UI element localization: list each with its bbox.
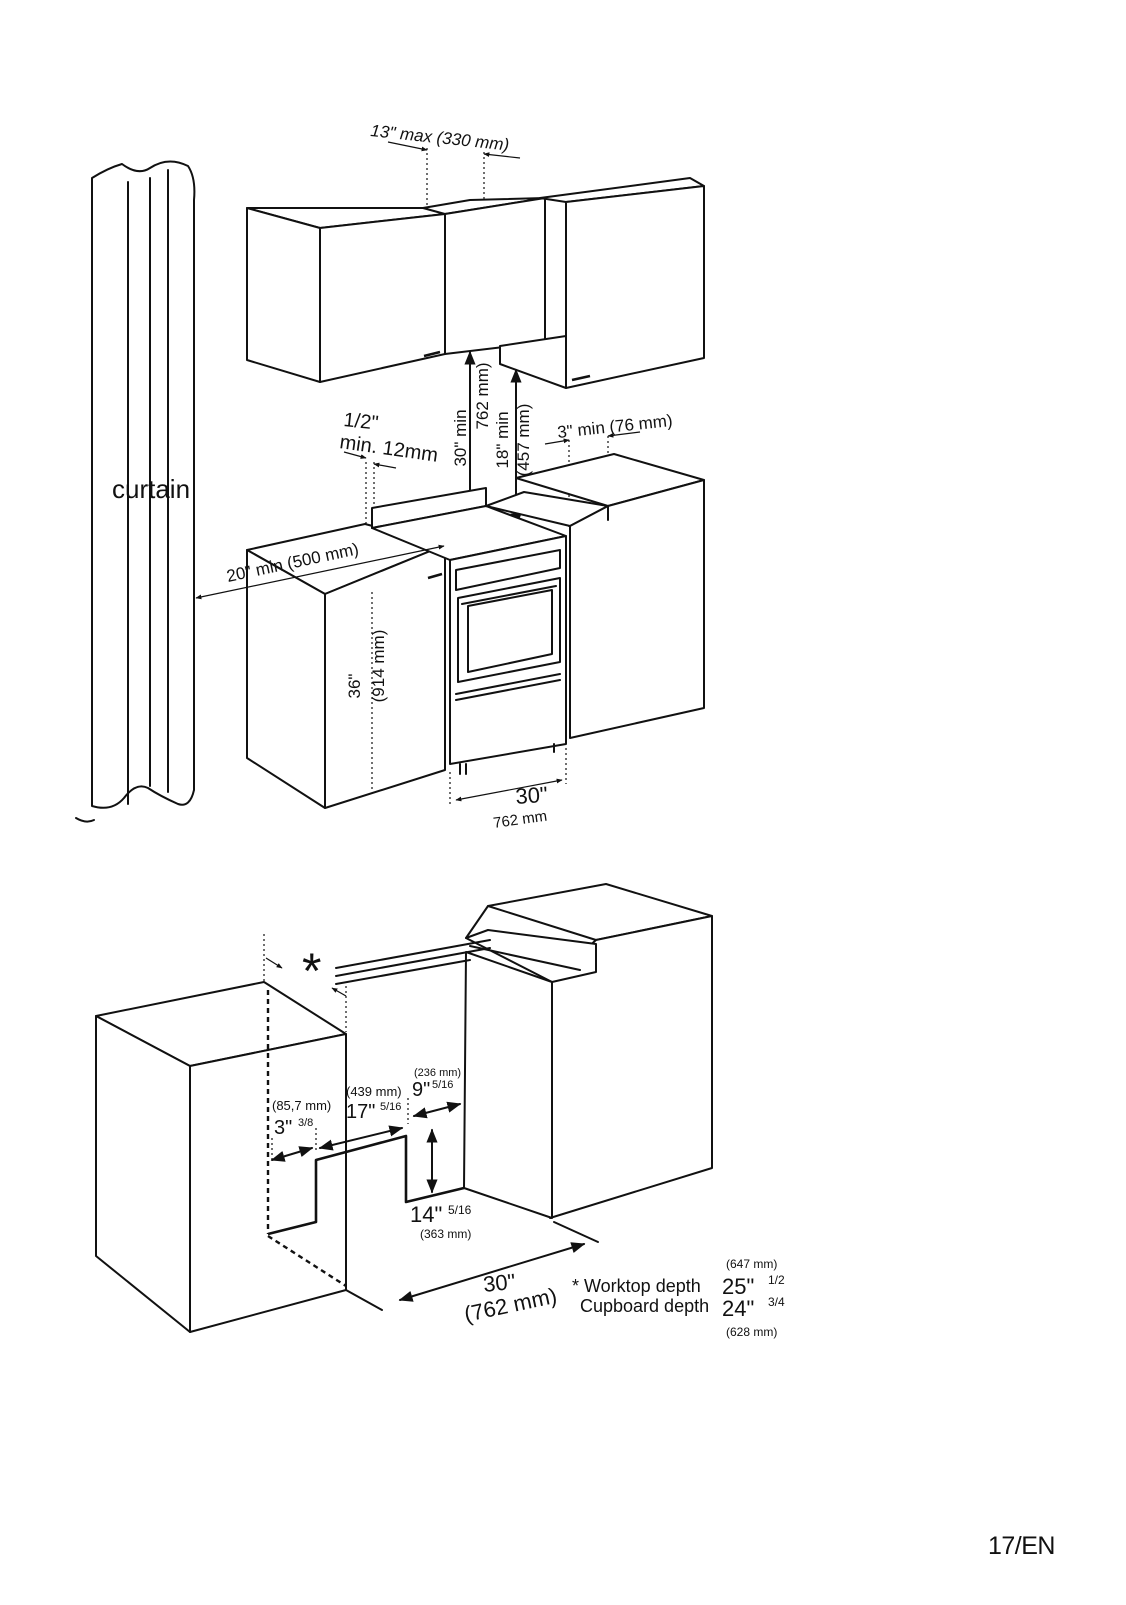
hood-clearance-inches: 30" min: [451, 409, 470, 466]
curtain-drawing: [75, 160, 196, 823]
svg-text:3/8: 3/8: [298, 1117, 313, 1129]
gap-min-label: min. 12mm: [338, 431, 439, 467]
svg-text:3": 3": [274, 1117, 292, 1139]
cabinet-clearance-dimension: 18" min (457 mm): [493, 368, 533, 528]
niche-dimensions: [270, 1098, 462, 1194]
bottom-niche-figure: * (8: [95, 883, 785, 1339]
cupboard-depth-label: Cupboard depth: [580, 1296, 709, 1316]
hood-clearance-mm: 762 mm): [473, 362, 492, 429]
upper-cabinet-left: [246, 207, 446, 383]
svg-text:14": 14": [410, 1202, 442, 1227]
range-hood: [422, 197, 546, 355]
svg-text:17": 17": [346, 1101, 375, 1123]
niche-cabinet-left: [95, 981, 347, 1333]
cabinet-clearance-inches: 18" min: [493, 411, 512, 468]
svg-text:(363 mm): (363 mm): [420, 1227, 471, 1241]
hood-clearance-dimension: 30" min 762 mm): [451, 350, 492, 524]
hood-offset-label: 13" max (330 mm): [370, 121, 510, 154]
worktop-depth-label: * Worktop depth: [572, 1276, 701, 1296]
side-gap-label: 3" min (76 mm): [556, 411, 673, 442]
dim-b-label: (439 mm) 17" 5/16: [346, 1084, 402, 1123]
cabinet-clearance-mm: (457 mm): [514, 404, 533, 477]
niche-width-dimension: 30" (762 mm): [398, 1242, 586, 1327]
hood-offset-dimension: 13" max (330 mm): [370, 121, 521, 208]
top-installation-figure: 13" max (330 mm) 30" min 762 mm) 18" min…: [75, 121, 705, 832]
dim-d-label: 14" 5/16 (363 mm): [410, 1202, 472, 1241]
base-cabinet-right: [485, 453, 705, 739]
cooker-width-inches: 30": [515, 782, 549, 809]
asterisk-marker: *: [302, 943, 321, 999]
gap-fraction-label: 1/2": [342, 409, 379, 435]
dim-c-label: (236 mm) 9" 5/16: [412, 1067, 461, 1101]
counter-height-mm: (914 mm): [369, 630, 388, 703]
cupboard-depth-inches: 24": [722, 1296, 754, 1321]
counter-height-dimension: 36" (914 mm): [345, 592, 388, 792]
svg-text:30": 30": [482, 1269, 517, 1297]
svg-text:5/16: 5/16: [380, 1101, 401, 1113]
worktop-depth-fraction: 1/2: [768, 1273, 785, 1287]
svg-text:5/16: 5/16: [448, 1203, 472, 1217]
page-number: 17/EN: [988, 1532, 1055, 1560]
back-wall-strips: [335, 939, 491, 985]
svg-text:(236 mm): (236 mm): [414, 1067, 461, 1079]
cooker-width-mm: 762 mm: [492, 808, 548, 832]
svg-text:9": 9": [412, 1079, 430, 1101]
upper-cabinet-right: [499, 177, 705, 389]
counter-height-inches: 36": [345, 674, 364, 699]
svg-text:5/16: 5/16: [432, 1079, 453, 1091]
svg-text:(85,7 mm): (85,7 mm): [272, 1098, 331, 1113]
depth-legend: (647 mm) * Worktop depth 25" 1/2 Cupboar…: [572, 1257, 785, 1339]
worktop-depth-mm: (647 mm): [726, 1257, 777, 1271]
cupboard-depth-fraction: 3/4: [768, 1295, 785, 1309]
curtain-label: curtain: [112, 474, 190, 504]
worktop-depth-inches: 25": [722, 1274, 754, 1299]
svg-text:(439 mm): (439 mm): [346, 1084, 402, 1099]
dim-a-label: (85,7 mm) 3" 3/8: [272, 1098, 331, 1139]
niche-cabinet-right: [463, 883, 713, 1219]
cupboard-depth-mm: (628 mm): [726, 1325, 777, 1339]
